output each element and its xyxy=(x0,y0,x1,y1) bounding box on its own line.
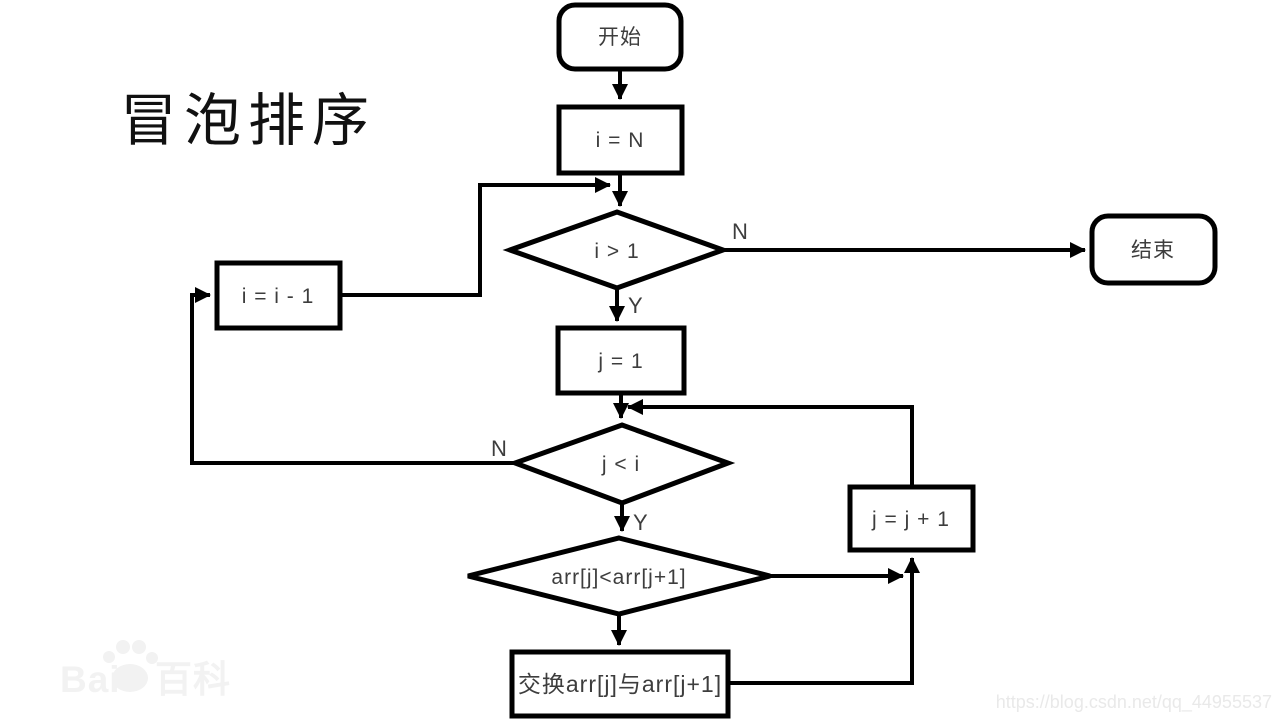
init-j-process-shape xyxy=(555,325,687,396)
label-cond-i-no: N xyxy=(732,219,748,244)
node-cond-arr: arr[j]<arr[j+1] xyxy=(467,535,771,617)
swap-label: 交换arr[j]与arr[j+1] xyxy=(518,671,722,697)
start-label: 开始 xyxy=(598,26,642,49)
csdn-url-watermark: https://blog.csdn.net/qq_44955537 xyxy=(996,692,1272,713)
init-i-label: i = N xyxy=(596,129,645,152)
inc-j-label: j = j + 1 xyxy=(871,508,950,531)
cond-arr-label: arr[j]<arr[j+1] xyxy=(551,566,686,589)
swap-process-shape xyxy=(509,649,731,719)
node-inc-j: j = j + 1 xyxy=(847,484,976,553)
baidu-baike-watermark: Bai 百科 xyxy=(60,640,231,700)
page-title: 冒泡排序 xyxy=(120,89,376,153)
cond-j-decision-shape xyxy=(507,422,736,506)
end-label: 结束 xyxy=(1131,239,1175,262)
dec-i-process-shape xyxy=(214,260,343,331)
node-start: 开始 xyxy=(556,2,684,72)
inc-j-process-shape xyxy=(847,484,976,553)
dec-i-label: i = i - 1 xyxy=(242,285,315,308)
edge-cond-j-no-to-dec-i xyxy=(190,287,515,465)
node-cond-i: i > 1 xyxy=(502,209,731,291)
label-cond-j-yes: Y xyxy=(633,510,648,535)
init-i-process-shape xyxy=(556,104,685,176)
node-dec-i: i = i - 1 xyxy=(214,260,343,331)
end-terminator-shape xyxy=(1089,213,1218,286)
init-j-label: j = 1 xyxy=(597,350,643,373)
node-init-j: j = 1 xyxy=(555,325,687,396)
cond-arr-decision-shape xyxy=(467,535,771,617)
node-end: 结束 xyxy=(1089,213,1218,286)
node-init-i: i = N xyxy=(556,104,685,176)
start-terminator-shape xyxy=(556,2,684,72)
paw-print-icon xyxy=(103,640,158,692)
node-swap: 交换arr[j]与arr[j+1] xyxy=(509,649,731,719)
baidu-logo-text-right: 百科 xyxy=(155,659,231,700)
edge-inc-j-to-cond-j xyxy=(627,399,914,487)
label-cond-j-no: N xyxy=(491,436,507,461)
label-cond-i-yes: Y xyxy=(628,293,643,318)
cond-i-decision-shape xyxy=(502,209,731,291)
cond-i-label: i > 1 xyxy=(594,240,639,263)
edge-dec-i-to-cond-i xyxy=(340,177,611,297)
edge-swap-to-inc-j xyxy=(728,557,920,685)
baidu-logo-text-left: Bai xyxy=(60,659,121,700)
cond-j-label: j < i xyxy=(601,453,640,476)
node-cond-j: j < i xyxy=(507,422,736,506)
